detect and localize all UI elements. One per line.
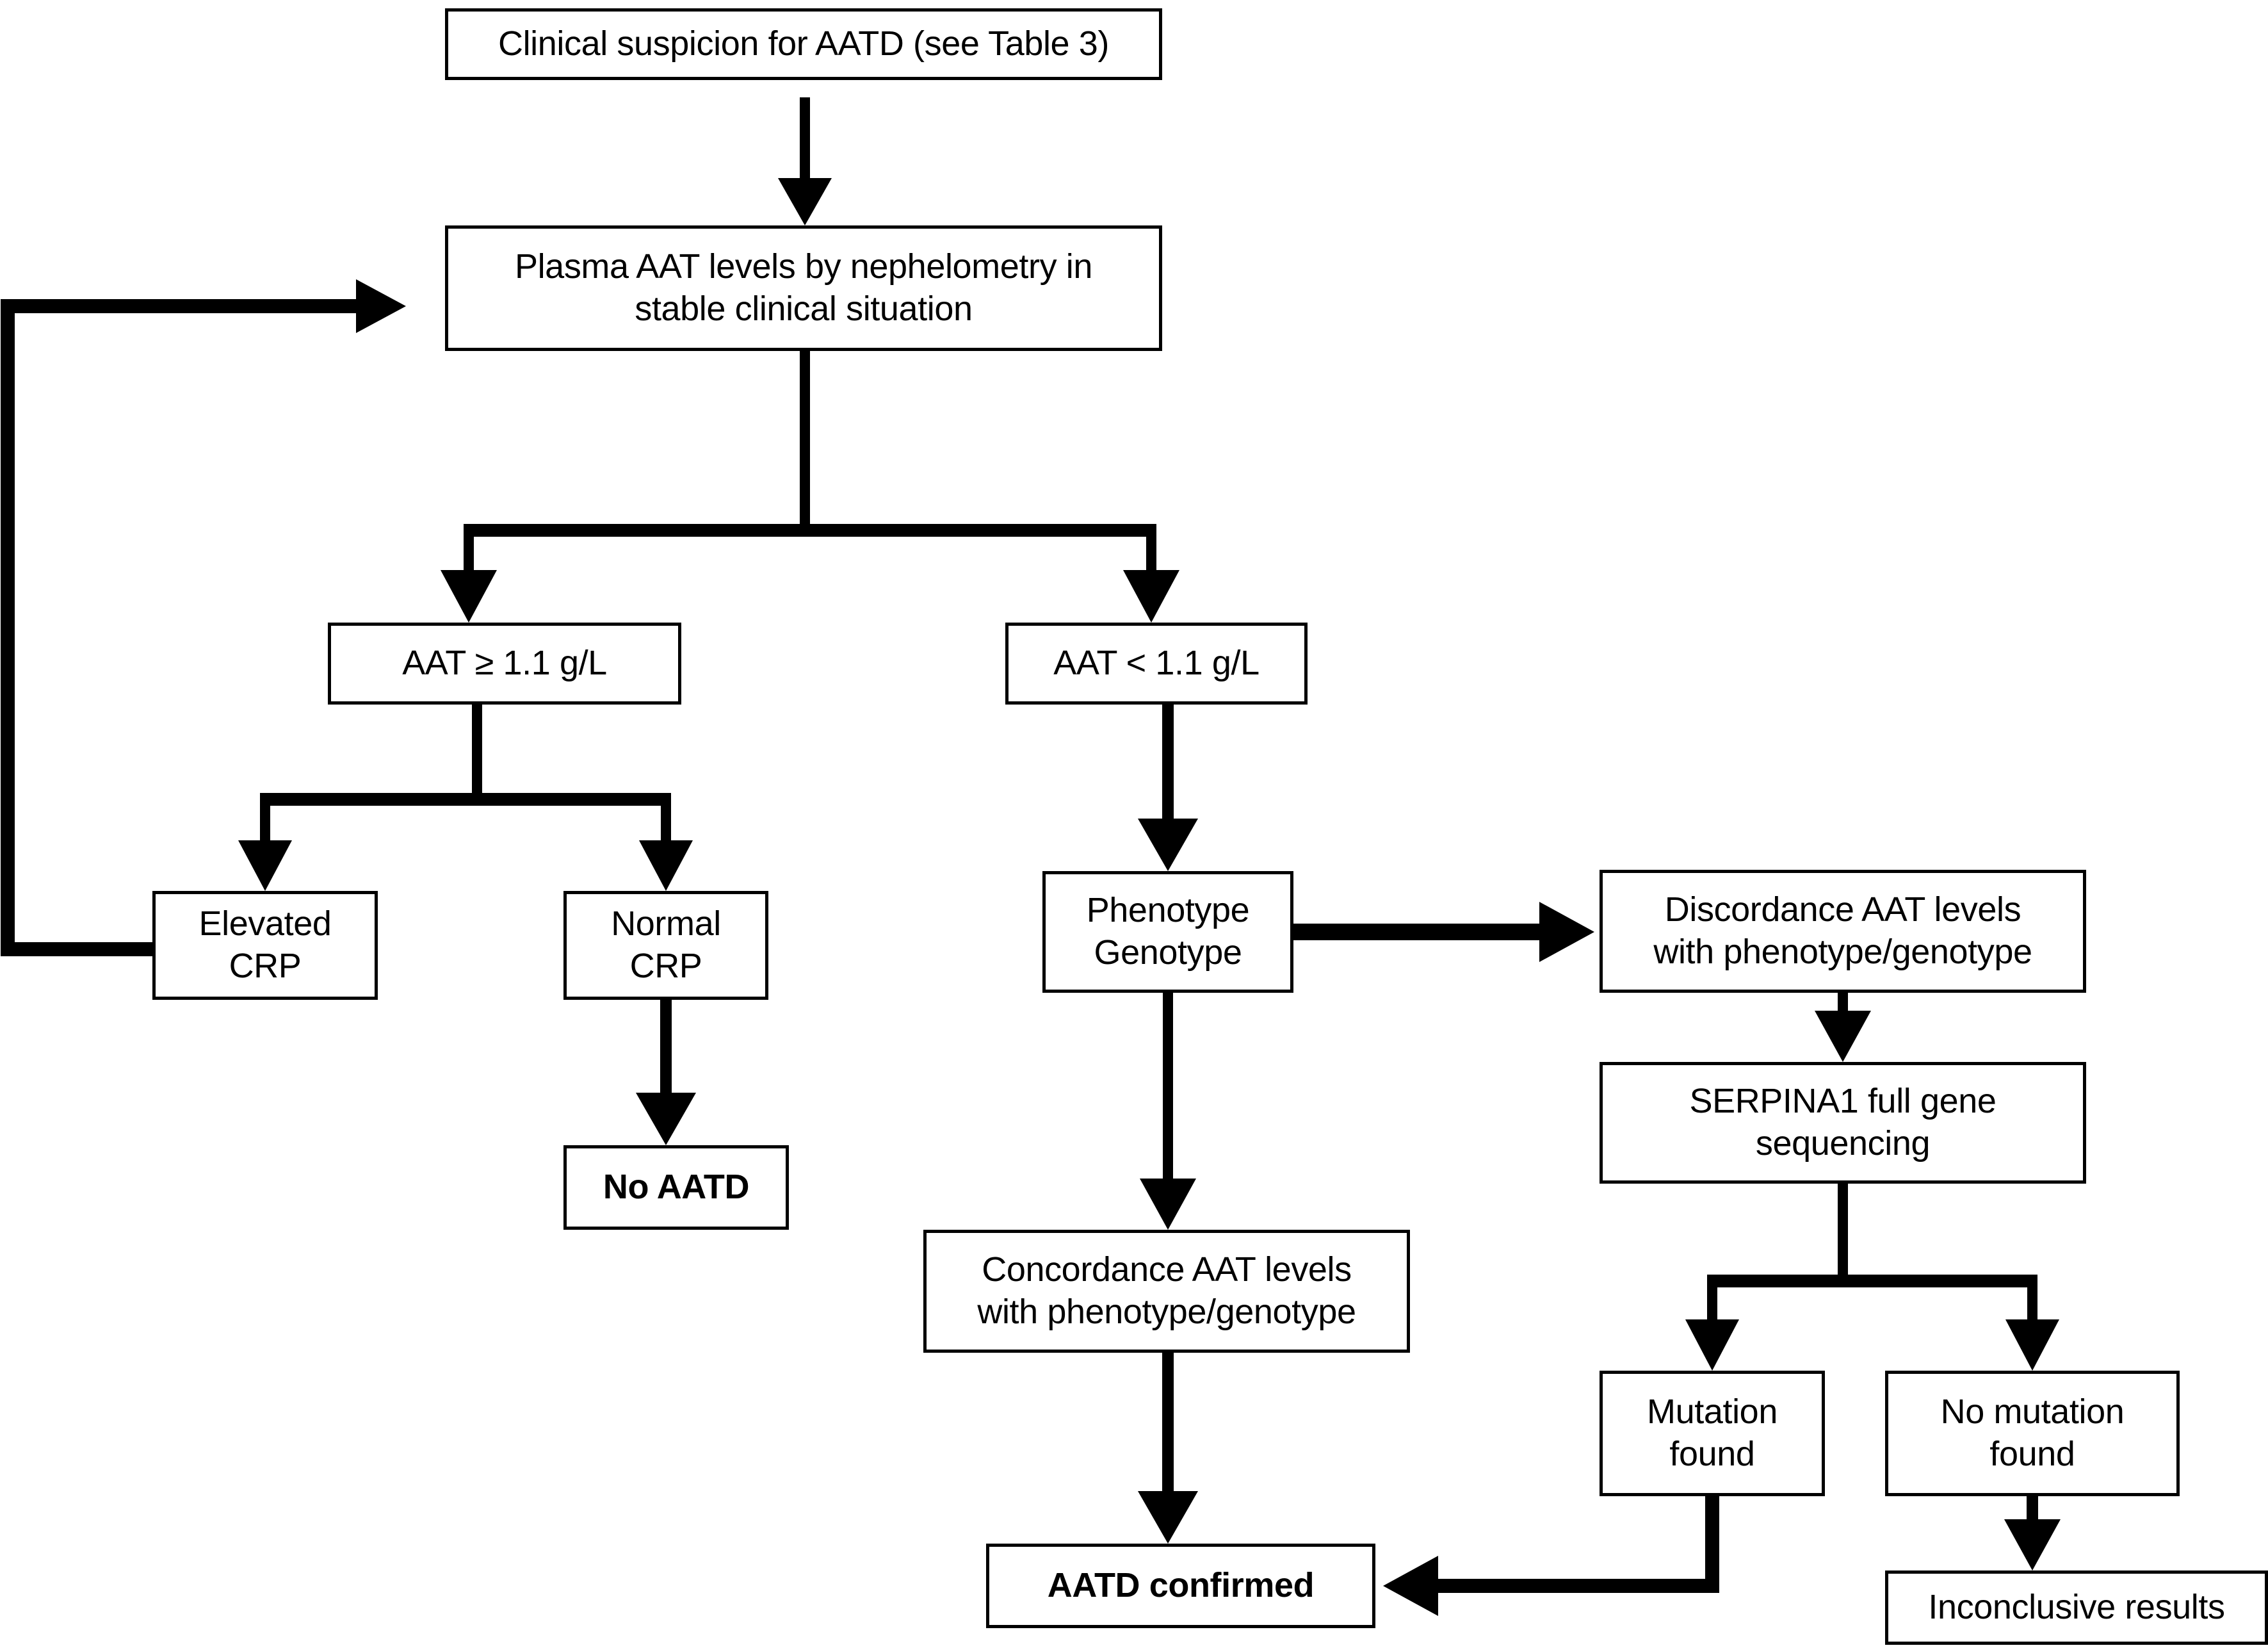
node-label-elevated-crp: Elevated CRP [198,904,332,985]
node-label-aat-high: AAT ≥ 1.1 g/L [402,644,607,683]
node-concordance[interactable]: Concordance AAT levels with phenotype/ge… [923,1230,1410,1353]
node-mutation-found[interactable]: Mutation found [1600,1371,1825,1496]
node-label-no-mutation-found: No mutation found [1940,1392,2125,1473]
connector-plasma-split [441,351,1179,623]
connector-sequencing-split [1685,1184,2059,1371]
node-label-no-aatd: No AATD [603,1168,750,1207]
connector-concordance-to-confirmed [1138,1353,1198,1544]
node-label-aatd-confirmed: AATD confirmed [1047,1566,1315,1605]
connector-suspicion-to-plasma [778,97,832,225]
connector-no-mutation-to-inconclusive [2004,1496,2061,1570]
node-aat-high[interactable]: AAT ≥ 1.1 g/L [328,623,681,705]
node-phenotype-genotype[interactable]: Phenotype Genotype [1042,871,1293,993]
connector-discordance-to-sequencing [1815,993,1871,1062]
node-label-serpina1-sequencing: SERPINA1 full gene sequencing [1689,1082,1997,1163]
connector-mutation-to-confirmed [1383,1496,1719,1616]
node-aat-low[interactable]: AAT < 1.1 g/L [1005,623,1308,705]
node-plasma-aat-levels[interactable]: Plasma AAT levels by nephelometry in sta… [445,225,1162,351]
node-label-mutation-found: Mutation found [1647,1392,1778,1473]
connector-aat-high-split [238,705,693,891]
node-elevated-crp[interactable]: Elevated CRP [152,891,378,1000]
node-label-concordance: Concordance AAT levels with phenotype/ge… [977,1250,1356,1331]
node-label-phenotype-genotype: Phenotype Genotype [1086,891,1250,972]
connector-phenotype-to-concordance [1140,993,1196,1230]
node-no-mutation-found[interactable]: No mutation found [1885,1371,2180,1496]
node-no-aatd[interactable]: No AATD [563,1145,789,1230]
node-discordance[interactable]: Discordance AAT levels with phenotype/ge… [1600,870,2086,993]
connector-phenotype-to-discordance [1293,902,1594,962]
node-label-aat-low: AAT < 1.1 g/L [1053,644,1260,683]
node-clinical-suspicion[interactable]: Clinical suspicion for AATD (see Table 3… [445,8,1162,80]
connector-aat-low-to-phenotype [1138,705,1198,871]
node-aatd-confirmed[interactable]: AATD confirmed [986,1544,1375,1628]
node-inconclusive-results[interactable]: Inconclusive results [1885,1570,2268,1645]
node-serpina1-sequencing[interactable]: SERPINA1 full gene sequencing [1600,1062,2086,1184]
node-label-discordance: Discordance AAT levels with phenotype/ge… [1653,890,2032,971]
node-label-normal-crp: Normal CRP [611,904,721,985]
node-label-inconclusive-results: Inconclusive results [1928,1588,2225,1627]
connector-elevated-crp-loop [1,279,406,956]
node-label-clinical-suspicion: Clinical suspicion for AATD (see Table 3… [498,24,1110,63]
node-normal-crp[interactable]: Normal CRP [563,891,768,1000]
node-label-plasma-aat-levels: Plasma AAT levels by nephelometry in sta… [514,247,1093,328]
connector-normal-crp-to-no-aatd [636,1000,696,1145]
